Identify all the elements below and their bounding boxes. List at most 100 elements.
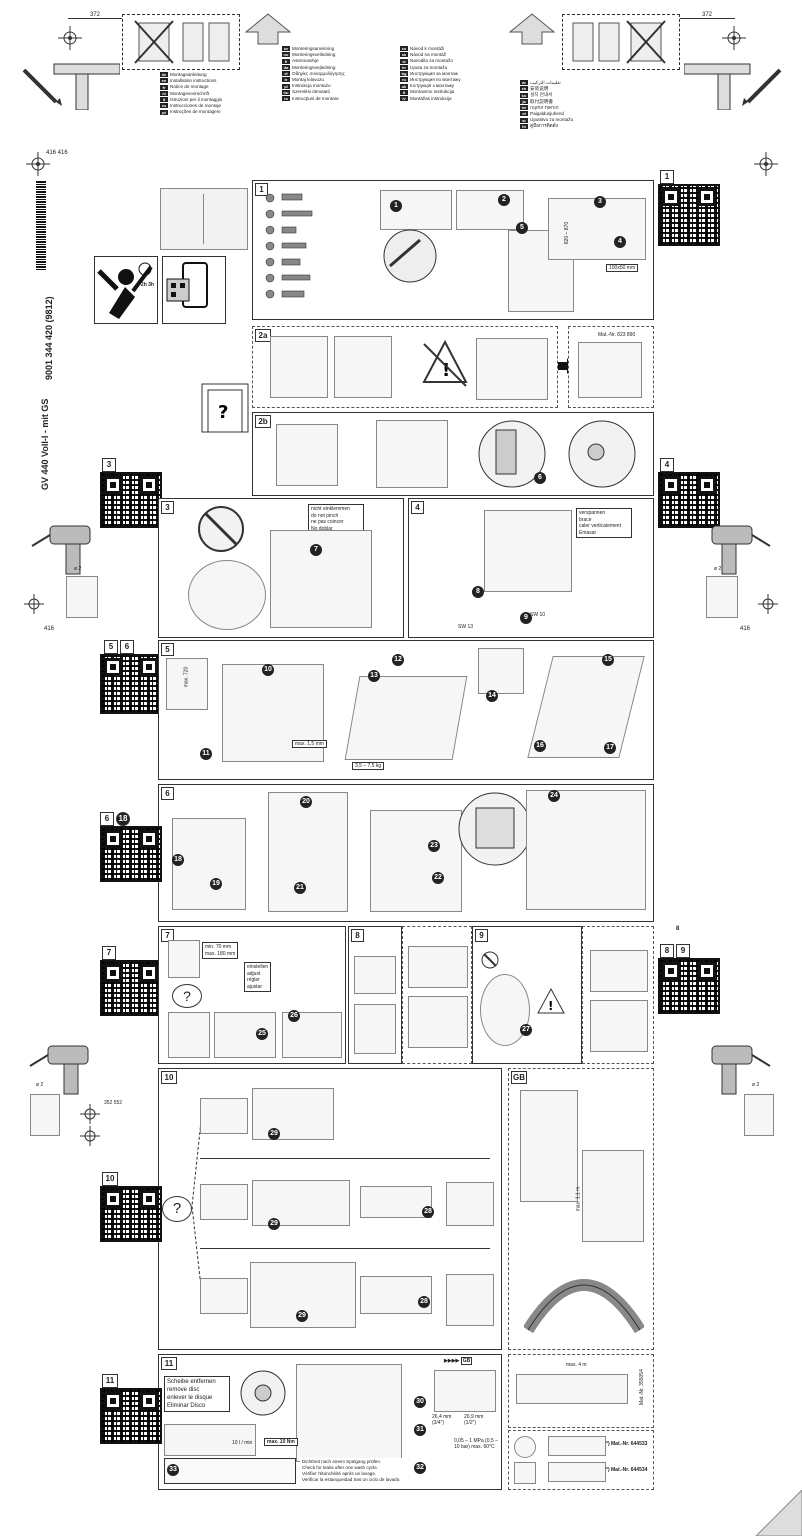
do-not-install-box-left [122,14,240,70]
step-number: 2b [255,415,271,428]
warning-icon: ! [422,339,468,387]
screw-detail [360,1276,432,1314]
step-number: 10 [161,1071,177,1084]
callout-28: 28 [418,1296,430,1308]
no-sign-icon [481,951,499,969]
callout-33-row: 33 [164,1458,296,1484]
diameter-label: ø 2 [36,1082,44,1088]
part-number-label: 9001 344 420 (9812) [44,296,54,380]
strip-illustration [590,1000,648,1052]
qr-code[interactable] [100,1186,162,1242]
svg-text:!: ! [442,360,450,381]
qr-label: 3 [102,458,116,472]
cabinet-option-1 [200,1098,248,1134]
qr-code[interactable] [658,958,720,1014]
plug-socket-icon [514,1462,536,1484]
detail-zoom-icon [478,420,546,488]
dim-label: 100x50 mm [606,264,639,272]
detail-zoom-icon [568,420,636,488]
arrow-up-icon [508,13,556,45]
callout-11: 11 [200,748,212,760]
callout-13: 13 [368,670,380,682]
qr-code[interactable] [100,960,162,1016]
step-number: 8 [351,929,364,942]
callout-20: 20 [300,796,312,808]
detail-zoom-icon [458,792,532,866]
dishwasher-illustration [270,530,372,628]
doorframe-icon: ? [201,383,249,433]
diameter-label: ø 2 [74,566,82,572]
callout-16: 16 [534,740,546,752]
diameter-label: ø 2 [714,566,722,572]
callout-8: 8 [472,586,484,598]
max-height-label: max. 720 [183,666,190,688]
callout-29: 29 [296,1310,308,1322]
crosshair-icon [80,1104,100,1124]
drill-hole-detail [66,576,98,618]
callout-9: 9 [520,612,532,624]
hose-curve-illustration [524,1279,644,1334]
warning-icon: ! [537,987,565,1014]
qr-label: 6 [120,640,134,654]
divider [200,1248,490,1249]
mat-nr-vertical: Mat.-Nr. 355054 [639,1369,645,1405]
question-icon: ? [172,984,202,1008]
part-illustration [578,342,642,398]
callout-18: 18 [172,854,184,866]
hose-part-illustration [548,1436,606,1456]
callout-21: 21 [294,882,306,894]
qr-code[interactable] [100,654,162,714]
strip-illustration [590,950,648,992]
leak-check-label: Dichtheit nach einem Spülgang prüfen.Che… [300,1458,410,1484]
callout-1: 1 [390,200,402,212]
callout-33: 33 [167,1464,179,1476]
wrench-size-label: SW 13 [458,624,474,630]
qr-code[interactable] [658,472,720,528]
callout-19: 19 [210,878,222,890]
crosshair-icon [80,1126,100,1146]
hose-part-illustration [548,1462,606,1482]
hose-clip-illustration [520,1090,578,1202]
callout-10: 10 [262,664,274,676]
detail-14 [478,648,524,694]
max-length-label: max. 1,1 m [575,1186,582,1212]
callout-5: 5 [516,222,528,234]
qr-code[interactable] [658,184,720,246]
corner-detail [446,1274,494,1326]
step-number: 7 [161,929,174,942]
callout-17: 17 [604,742,616,754]
qr-code[interactable] [100,826,162,882]
pipe-connection-detail [434,1370,496,1412]
qr-code[interactable] [100,1388,162,1444]
flow-test-illustration [164,1424,256,1456]
adjust-right-illustration [282,1012,342,1058]
flow-label: 10 l / min [232,1440,253,1446]
door-adjust-illustration [168,940,200,978]
qr-label: 1 [660,170,674,184]
barcode [36,180,46,270]
callout-2: 2 [498,194,510,206]
drill-hole-detail [30,1094,60,1136]
callout-30: 30 [414,1396,426,1408]
cube-illustration [354,956,396,994]
dishwasher-illustration [476,338,548,400]
step-1-detail-2 [456,190,524,230]
dim-label: 820 – 870 [564,221,571,245]
hose-route-illustration [582,1150,644,1242]
qr-code[interactable] [100,472,162,528]
qr-label: 5 [104,640,118,654]
